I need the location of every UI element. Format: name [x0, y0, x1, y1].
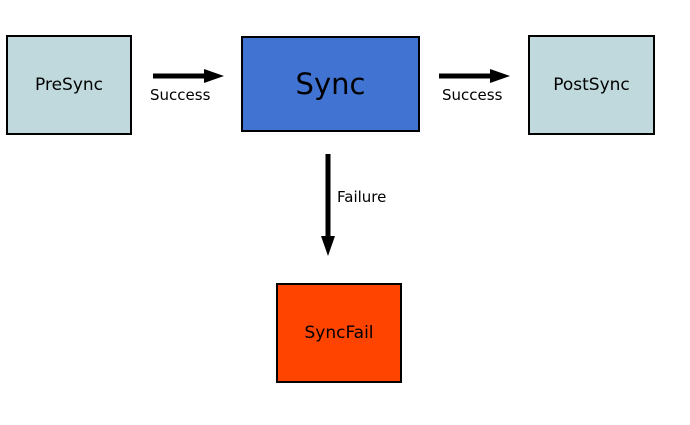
- edge-label-presync-success: Success: [150, 86, 211, 104]
- edge-label-sync-failure: Failure: [337, 188, 387, 206]
- arrow-sync-to-syncfail: [321, 154, 335, 256]
- syncfail-node: SyncFail: [276, 283, 402, 383]
- presync-label: PreSync: [35, 75, 103, 95]
- sync-node: Sync: [241, 36, 420, 132]
- postsync-node: PostSync: [528, 35, 655, 135]
- postsync-label: PostSync: [553, 75, 630, 95]
- syncfail-label: SyncFail: [304, 323, 374, 343]
- presync-node: PreSync: [6, 35, 132, 135]
- sync-label: Sync: [295, 67, 366, 101]
- edge-label-sync-success: Success: [442, 86, 503, 104]
- arrow-presync-to-sync: [153, 69, 224, 83]
- arrow-sync-to-postsync: [439, 69, 510, 83]
